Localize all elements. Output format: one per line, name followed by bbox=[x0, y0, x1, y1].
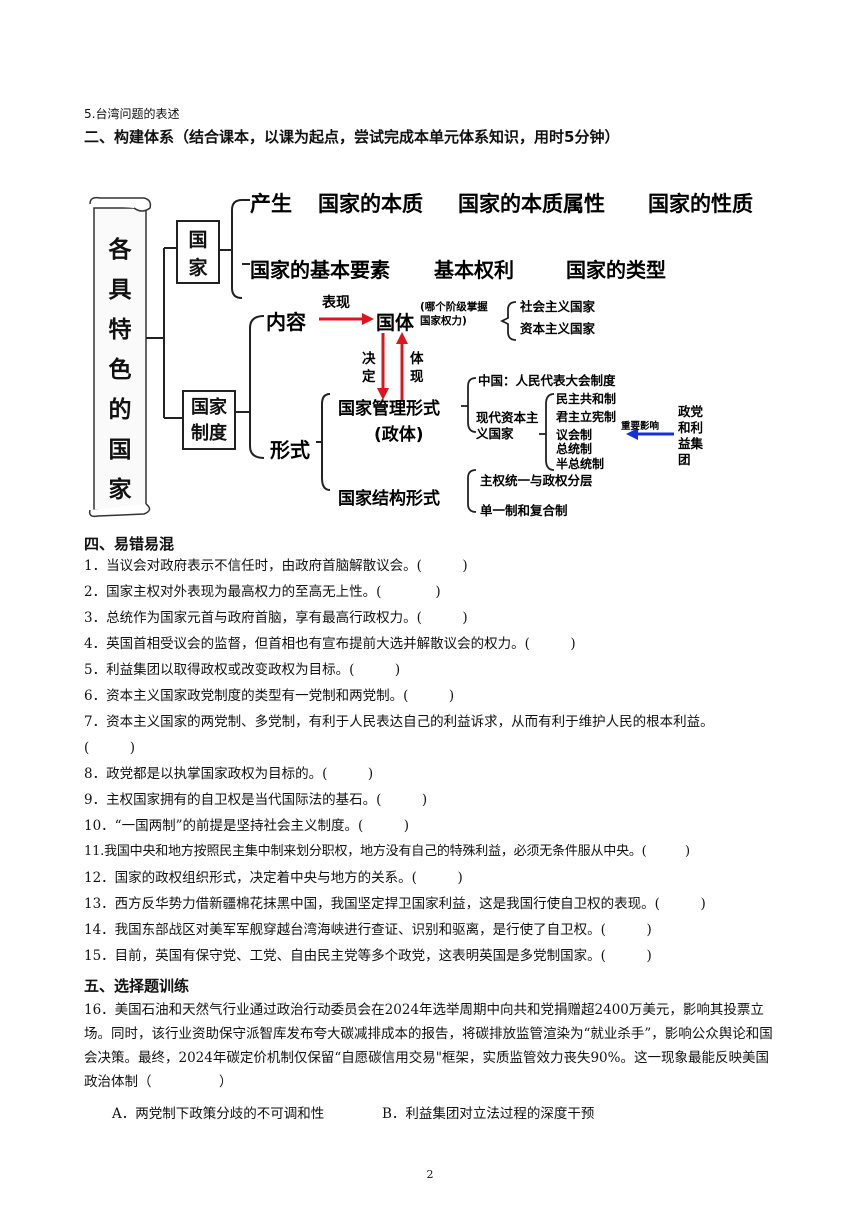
china-system: 中国：人民代表大会制度 bbox=[478, 373, 616, 388]
error-item: 2．国家主权对外表现为最高权力的至高无上性。( ) bbox=[84, 584, 441, 600]
zhidu-label: 国家制度 bbox=[191, 397, 227, 444]
error-item: 7．资本主义国家的两党制、多党制，有利于人民表达自己的利益诉求，从而有利于维护人… bbox=[84, 714, 714, 730]
error-item: 5．利益集团以取得政权或改变政权为目标。( ) bbox=[84, 662, 401, 678]
guoti-type: 资本主义国家 bbox=[520, 321, 596, 336]
guanli-label: 国家管理形式 bbox=[338, 399, 440, 419]
guojia-row2-item: 基本权利 bbox=[434, 258, 514, 282]
guojia-row2-item: 国家的基本要素 bbox=[250, 258, 390, 282]
error-item: 11.我国中央和地方按照民主集中制来划分职权，地方没有自己的特殊利益，必须无条件… bbox=[84, 844, 690, 859]
zhidu-box: 国家制度 bbox=[182, 390, 236, 450]
scroll-char: 色 bbox=[108, 357, 132, 383]
scroll-char: 具 bbox=[108, 277, 132, 303]
guojia-row1-item: 产生 bbox=[250, 192, 292, 216]
error-item: 8．政党都是以执掌国家政权为目标的。( ) bbox=[84, 766, 374, 782]
error-item-continuation: ( ) bbox=[84, 740, 136, 756]
error-item: 3．总统作为国家元首与政府首脑，享有最高行政权力。( ) bbox=[84, 610, 468, 626]
jiegou-label: 国家结构形式 bbox=[338, 489, 440, 509]
guoti-label: 国体 bbox=[376, 312, 415, 334]
knowledge-system-diagram: 各 具 特 色 的 国 家 国家 产生 国家的本质 国家的本质属性 国家的性质 … bbox=[84, 178, 782, 518]
guojia-box: 国家 bbox=[176, 220, 220, 284]
guoti-type: 社会主义国家 bbox=[520, 299, 596, 314]
guojia-row1-item: 国家的性质 bbox=[648, 192, 753, 216]
form-item: 半总统制 bbox=[556, 457, 605, 471]
party-interest-group-label: 政党和利益集团 bbox=[678, 404, 704, 467]
scroll-char: 家 bbox=[108, 477, 132, 503]
section-title-errors: 四、易错易混 bbox=[84, 535, 175, 553]
scroll-char: 各 bbox=[108, 237, 132, 263]
guojia-row1-item: 国家的本质属性 bbox=[458, 192, 605, 216]
scroll-char: 国 bbox=[108, 437, 132, 463]
section-title-build-system: 二、构建体系（结合课本，以课为起点，尝试完成本单元体系知识，用时5分钟） bbox=[84, 128, 620, 146]
form-item: 君主立宪制 bbox=[556, 410, 617, 424]
option-b: B．利益集团对立法过程的深度干预 bbox=[382, 1106, 595, 1122]
error-item: 13．西方反华势力借新疆棉花抹黑中国，我国坚定捍卫国家利益，这是我国行使自卫权的… bbox=[84, 896, 706, 912]
error-item: 10．“一国两制”的前提是坚持社会主义制度。( ) bbox=[84, 818, 410, 834]
guojia-label: 国家 bbox=[188, 229, 208, 279]
jiegou-item: 主权统一与政权分层 bbox=[480, 473, 593, 488]
xingshi-label: 形式 bbox=[270, 438, 310, 462]
error-item: 6．资本主义国家政党制度的类型有一党制和两党制。( ) bbox=[84, 688, 455, 704]
guoti-note: (哪个阶级掌握国家权力) bbox=[420, 301, 488, 327]
error-item: 14．我国东部战区对美军军舰穿越台湾海峡进行查证、识别和驱离，是行使了自卫权。(… bbox=[84, 922, 652, 938]
error-item: 1．当议会对政府表示不信任时，由政府首脑解散议会。( ) bbox=[84, 558, 468, 574]
biaoxian-label: 表现 bbox=[322, 295, 350, 311]
form-item: 民主共和制 bbox=[556, 392, 617, 406]
form-item: 总统制 bbox=[556, 442, 593, 456]
page-number: 2 bbox=[426, 1168, 434, 1181]
error-item: 9．主权国家拥有的自卫权是当代国际法的基石。( ) bbox=[84, 792, 428, 808]
question-16-text: 16．美国石油和天然气行业通过政治行动委员会在2024年选举周期中向共和党捐赠超… bbox=[84, 1002, 773, 1090]
scroll-char: 的 bbox=[108, 397, 132, 423]
section-title-choice: 五、选择题训练 bbox=[84, 977, 190, 995]
influence-label: 重要影响 bbox=[621, 421, 660, 432]
error-item: 12．国家的政权组织形式，决定着中央与地方的关系。( ) bbox=[84, 870, 463, 886]
form-item: 议会制 bbox=[556, 428, 593, 442]
jiegou-item: 单一制和复合制 bbox=[480, 503, 568, 518]
neirong-label: 内容 bbox=[266, 310, 306, 334]
option-a: A．两党制下政策分歧的不可调和性 bbox=[112, 1106, 325, 1122]
jueding-label: 决定 bbox=[362, 351, 376, 385]
modern-capitalist-label: 现代资本主义国家 bbox=[476, 410, 539, 441]
zhengti-label: (政体) bbox=[374, 425, 424, 445]
scroll-shape bbox=[88, 196, 152, 518]
header-item: 5.台湾问题的表述 bbox=[84, 107, 180, 121]
guojia-row1-item: 国家的本质 bbox=[318, 192, 423, 216]
scroll-char: 特 bbox=[108, 317, 132, 343]
error-item: 15．目前，英国有保守党、工党、自由民主党等多个政党，这表明英国是多党制国家。(… bbox=[84, 948, 652, 964]
tixian-label: 体现 bbox=[410, 351, 424, 385]
error-item: 4．英国首相受议会的监督，但首相也有宣布提前大选并解散议会的权力。( ) bbox=[84, 636, 576, 652]
guojia-row2-item: 国家的类型 bbox=[566, 258, 666, 282]
diagram-lines bbox=[88, 196, 674, 518]
